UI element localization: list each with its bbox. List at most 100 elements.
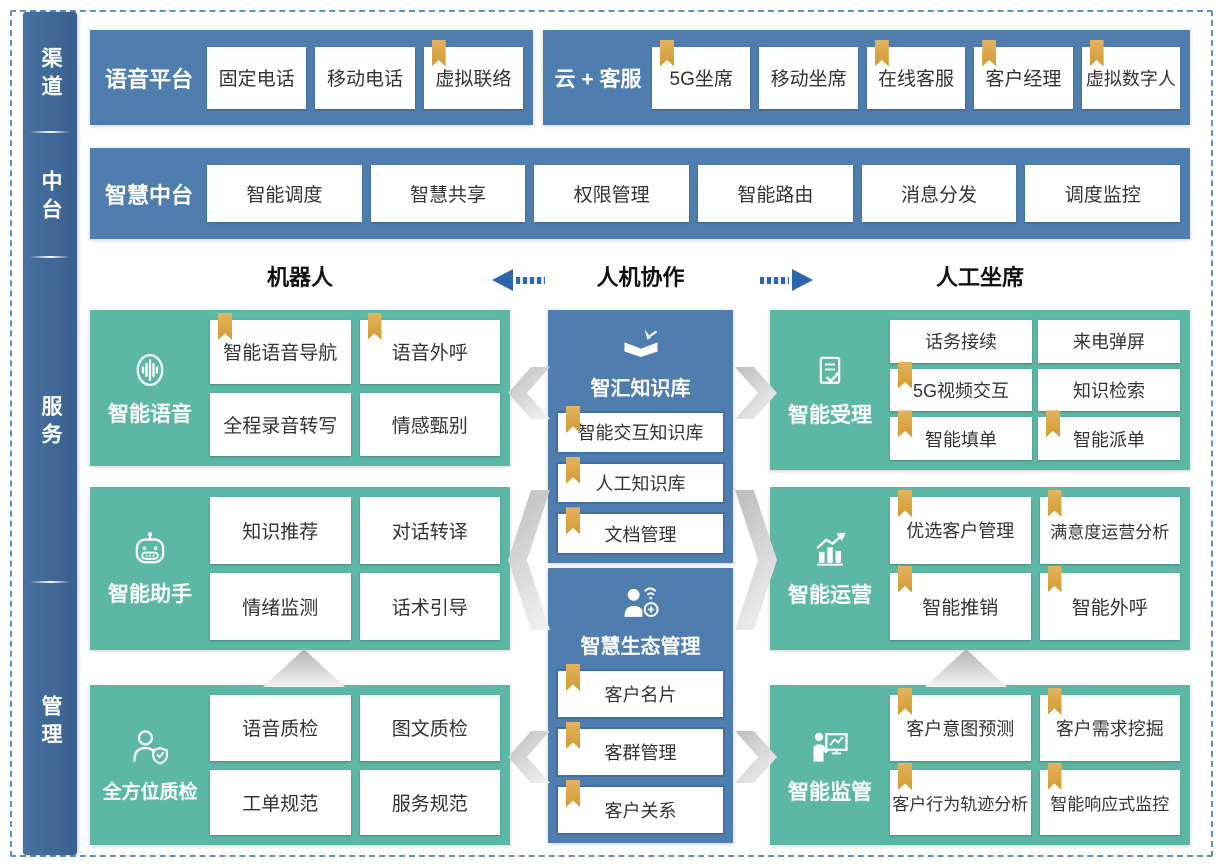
item-label: 图文质检 xyxy=(391,719,468,741)
item-label: 来电弹屏 xyxy=(1073,332,1145,353)
doc-check-icon xyxy=(810,352,850,392)
block-ecosystem-management: 智慧生态管理 客户名片 客群管理 客户关系 xyxy=(548,568,733,843)
list-item: 知识推荐 xyxy=(210,497,351,564)
item-label: 语音外呼 xyxy=(391,343,468,365)
list-item: 人工知识库 xyxy=(556,456,725,505)
item-label: 知识检索 xyxy=(1073,380,1145,401)
bookmark-icon xyxy=(1047,763,1062,790)
item-label: 语音质检 xyxy=(242,719,319,741)
voice-platform-band: 语音平台 固定电话 移动电话 虚拟联络 xyxy=(90,30,533,125)
dashed-border xyxy=(10,10,1213,857)
list-item: 全程录音转写 xyxy=(210,392,351,456)
block-smart-assistant: 智能助手 知识推荐 对话转译 情绪监测 话术引导 xyxy=(90,487,510,650)
bookmark-icon xyxy=(566,722,580,749)
item-label: 优选客户管理 xyxy=(906,521,1015,542)
item-label: 情绪监测 xyxy=(242,598,319,619)
item-label: 情感甄别 xyxy=(391,415,468,437)
bookmark-icon xyxy=(1047,565,1062,593)
list-item: 客群管理 xyxy=(556,722,725,777)
list-item: 虚拟联络 xyxy=(423,39,523,109)
bookmark-icon xyxy=(1046,410,1060,438)
list-item: 优选客户管理 xyxy=(890,490,1031,564)
item-label: 智慧共享 xyxy=(410,185,487,206)
item-label: 话务接续 xyxy=(925,332,997,353)
list-item: 对话转译 xyxy=(359,497,500,564)
item-label: 话术引导 xyxy=(391,598,468,619)
item-label: 智能推销 xyxy=(922,597,999,619)
list-item: 调度监控 xyxy=(1025,165,1181,222)
sidebar-label: 管理 xyxy=(39,694,62,751)
block-title: 智能监管 xyxy=(788,780,872,804)
band-title: 智慧中台 xyxy=(104,182,193,208)
bookmark-icon xyxy=(874,39,889,67)
block-title: 智汇知识库 xyxy=(590,378,691,400)
block-title: 智能受理 xyxy=(788,403,872,427)
ecosystem-person-icon xyxy=(619,582,663,626)
left-arrow-icon xyxy=(492,269,545,291)
list-item: 消息分发 xyxy=(861,165,1017,222)
list-item: 客户名片 xyxy=(556,664,725,719)
item-label: 客户需求挖掘 xyxy=(1055,719,1164,739)
bookmark-icon xyxy=(367,313,382,340)
bookmark-icon xyxy=(566,664,580,691)
bookmark-icon xyxy=(566,406,580,433)
list-item: 客户意图预测 xyxy=(890,688,1031,761)
header-robot: 机器人 xyxy=(266,265,333,290)
bookmark-icon xyxy=(898,410,912,438)
item-label: 客户行为轨迹分析 xyxy=(892,795,1029,814)
robot-icon xyxy=(129,529,171,571)
list-item: 来电弹屏 xyxy=(1038,320,1180,363)
sidebar-label: 中台 xyxy=(39,170,62,226)
item-label: 智能填单 xyxy=(925,429,997,450)
block-knowledge-base: 智汇知识库 智能交互知识库 人工知识库 文档管理 xyxy=(548,310,733,563)
list-item: 智能路由 xyxy=(698,165,853,222)
item-label: 智能调度 xyxy=(246,185,323,206)
item-label: 5G坐席 xyxy=(669,69,733,90)
list-item: 虚拟数字人 xyxy=(1081,39,1181,109)
block-smart-voice: 智能语音 智能语音导航 语音外呼 全程录音转写 情感甄别 xyxy=(90,310,510,466)
block-title: 全方位质检 xyxy=(102,782,198,803)
item-label: 工单规范 xyxy=(242,793,319,815)
knowledge-book-icon xyxy=(619,324,663,368)
sidebar-item-middle-platform: 中台 xyxy=(23,133,77,256)
item-label: 人工知识库 xyxy=(595,474,686,494)
list-item: 话术引导 xyxy=(359,573,500,640)
sidebar-item-management: 管理 xyxy=(23,583,77,855)
divider xyxy=(30,131,70,133)
block-title: 智能语音 xyxy=(108,402,192,426)
list-item: 客户行为轨迹分析 xyxy=(890,763,1031,835)
list-item: 情感甄别 xyxy=(359,392,500,456)
list-item: 智能派单 xyxy=(1038,410,1180,460)
bookmark-icon xyxy=(1047,688,1062,715)
bookmark-icon xyxy=(1089,39,1104,67)
block-title: 智能助手 xyxy=(108,583,192,606)
monitor-presenter-icon xyxy=(808,725,852,769)
sidebar-label: 服务 xyxy=(39,395,62,451)
list-item: 智能推销 xyxy=(890,565,1031,640)
list-item: 移动坐席 xyxy=(759,46,858,109)
list-item: 满意度运营分析 xyxy=(1039,490,1180,564)
list-item: 话务接续 xyxy=(890,320,1032,363)
divider xyxy=(30,256,70,258)
item-label: 客户关系 xyxy=(604,801,677,821)
list-item: 情绪监测 xyxy=(210,573,351,640)
item-label: 固定电话 xyxy=(218,69,295,90)
sidebar-item-service: 服务 xyxy=(23,258,77,581)
quality-shield-icon xyxy=(128,726,172,770)
list-item: 权限管理 xyxy=(534,165,690,222)
bookmark-icon xyxy=(898,361,912,389)
bookmark-icon xyxy=(566,507,580,535)
bookmark-icon xyxy=(566,456,580,484)
item-label: 在线客服 xyxy=(878,69,955,90)
item-label: 知识推荐 xyxy=(242,522,319,543)
item-label: 客户名片 xyxy=(604,685,677,705)
bookmark-icon xyxy=(660,39,674,67)
block-title: 智慧生态管理 xyxy=(580,636,701,658)
list-item: 智能外呼 xyxy=(1039,565,1180,640)
item-label: 智能路由 xyxy=(737,185,814,206)
bookmark-icon xyxy=(218,313,232,340)
item-label: 对话转译 xyxy=(391,522,468,543)
list-item: 客户需求挖掘 xyxy=(1039,688,1180,761)
list-item: 智慧共享 xyxy=(370,165,526,222)
